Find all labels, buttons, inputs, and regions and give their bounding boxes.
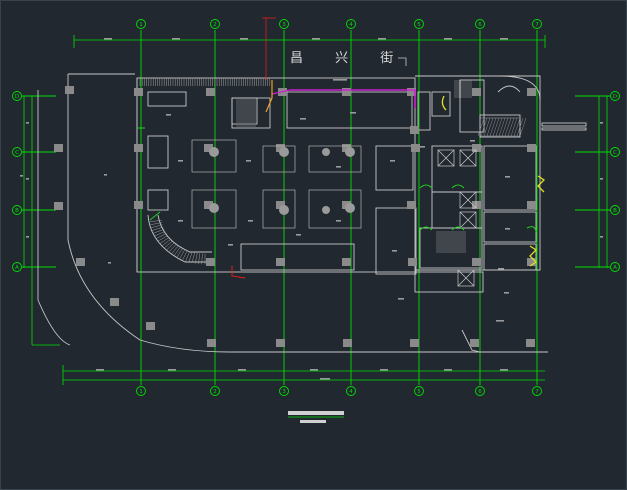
axis-bubble-top-5: 5 (414, 19, 424, 29)
axis-bubble-bottom-1: 1 (136, 386, 146, 396)
svg-text:4: 4 (349, 389, 353, 395)
axis-bubble-left-C: C (12, 147, 22, 157)
svg-text:5: 5 (417, 22, 421, 28)
svg-text:B: B (15, 208, 19, 214)
axis-bubble-bottom-6: 6 (475, 386, 485, 396)
axis-bubble-top-4: 4 (346, 19, 356, 29)
structural-columns (54, 86, 536, 347)
row-bubbles-left: D C B A (12, 91, 22, 272)
svg-text:7: 7 (535, 389, 539, 395)
drawing-caption: 某某某某某某某某某某某某某 某某某某 某 (288, 410, 344, 424)
svg-text:A: A (15, 265, 19, 271)
axis-bubble-left-B: B (12, 205, 22, 215)
pipe-routes (231, 18, 416, 279)
svg-text:1: 1 (139, 22, 143, 28)
axis-bubble-bottom-7: 7 (532, 386, 542, 396)
axis-bubble-top-1: 1 (136, 19, 146, 29)
building-walls (37, 73, 587, 353)
axis-bubble-left-A: A (12, 262, 22, 272)
svg-text:B: B (613, 208, 617, 214)
street-title: 昌 兴 街 (290, 51, 407, 66)
room-fixtures (191, 139, 362, 229)
bottom-dimension-lines (62, 365, 545, 385)
svg-text:6: 6 (478, 22, 482, 28)
svg-text:D: D (15, 94, 19, 100)
annotation-labels (20, 38, 603, 380)
axis-bubble-right-A: A (610, 262, 620, 272)
svg-text:C: C (613, 150, 617, 156)
svg-text:5: 5 (417, 389, 421, 395)
svg-text:C: C (15, 150, 19, 156)
north-arrow-mark (398, 57, 407, 66)
axis-bubble-right-B: B (610, 205, 620, 215)
axis-bubble-top-3: 3 (279, 19, 289, 29)
svg-text:2: 2 (213, 389, 217, 395)
svg-text:4: 4 (349, 22, 353, 28)
door-swings (137, 127, 537, 233)
axis-bubble-right-C: C (610, 147, 620, 157)
svg-text:6: 6 (478, 389, 482, 395)
axis-bubble-bottom-3: 3 (279, 386, 289, 396)
svg-text:A: A (613, 265, 617, 271)
elevator-shafts (437, 149, 477, 287)
axis-bubble-top-7: 7 (532, 19, 542, 29)
caption-line-2: 某某某某 某 (300, 418, 321, 424)
svg-text:D: D (613, 94, 617, 100)
svg-text:3: 3 (282, 22, 286, 28)
top-dimension-lines (73, 17, 546, 48)
caption-line-1: 某某某某某某某某某某某某某 (288, 410, 340, 416)
axis-bubble-right-D: D (610, 91, 620, 101)
svg-text:1: 1 (139, 389, 143, 395)
column-bubbles-top: 1 2 3 4 5 6 7 (136, 19, 542, 29)
column-bubbles-bottom: 1 2 3 4 5 6 7 (136, 386, 542, 396)
round-columns (209, 147, 355, 215)
yellow-markers (441, 95, 546, 267)
axis-bubble-top-2: 2 (210, 19, 220, 29)
axis-bubble-bottom-5: 5 (414, 386, 424, 396)
axis-bubble-bottom-2: 2 (210, 386, 220, 396)
side-dimension-lines (23, 96, 608, 346)
axis-bubble-top-6: 6 (475, 19, 485, 29)
row-bubbles-right: D C B A (610, 91, 620, 272)
stair-treads (139, 78, 472, 265)
svg-text:2: 2 (213, 22, 217, 28)
axis-bubble-left-D: D (12, 91, 22, 101)
svg-text:7: 7 (535, 22, 539, 28)
axis-bubble-bottom-4: 4 (346, 386, 356, 396)
block-hatch (477, 117, 527, 137)
svg-text:3: 3 (282, 389, 286, 395)
row-axis-lines (22, 95, 610, 268)
